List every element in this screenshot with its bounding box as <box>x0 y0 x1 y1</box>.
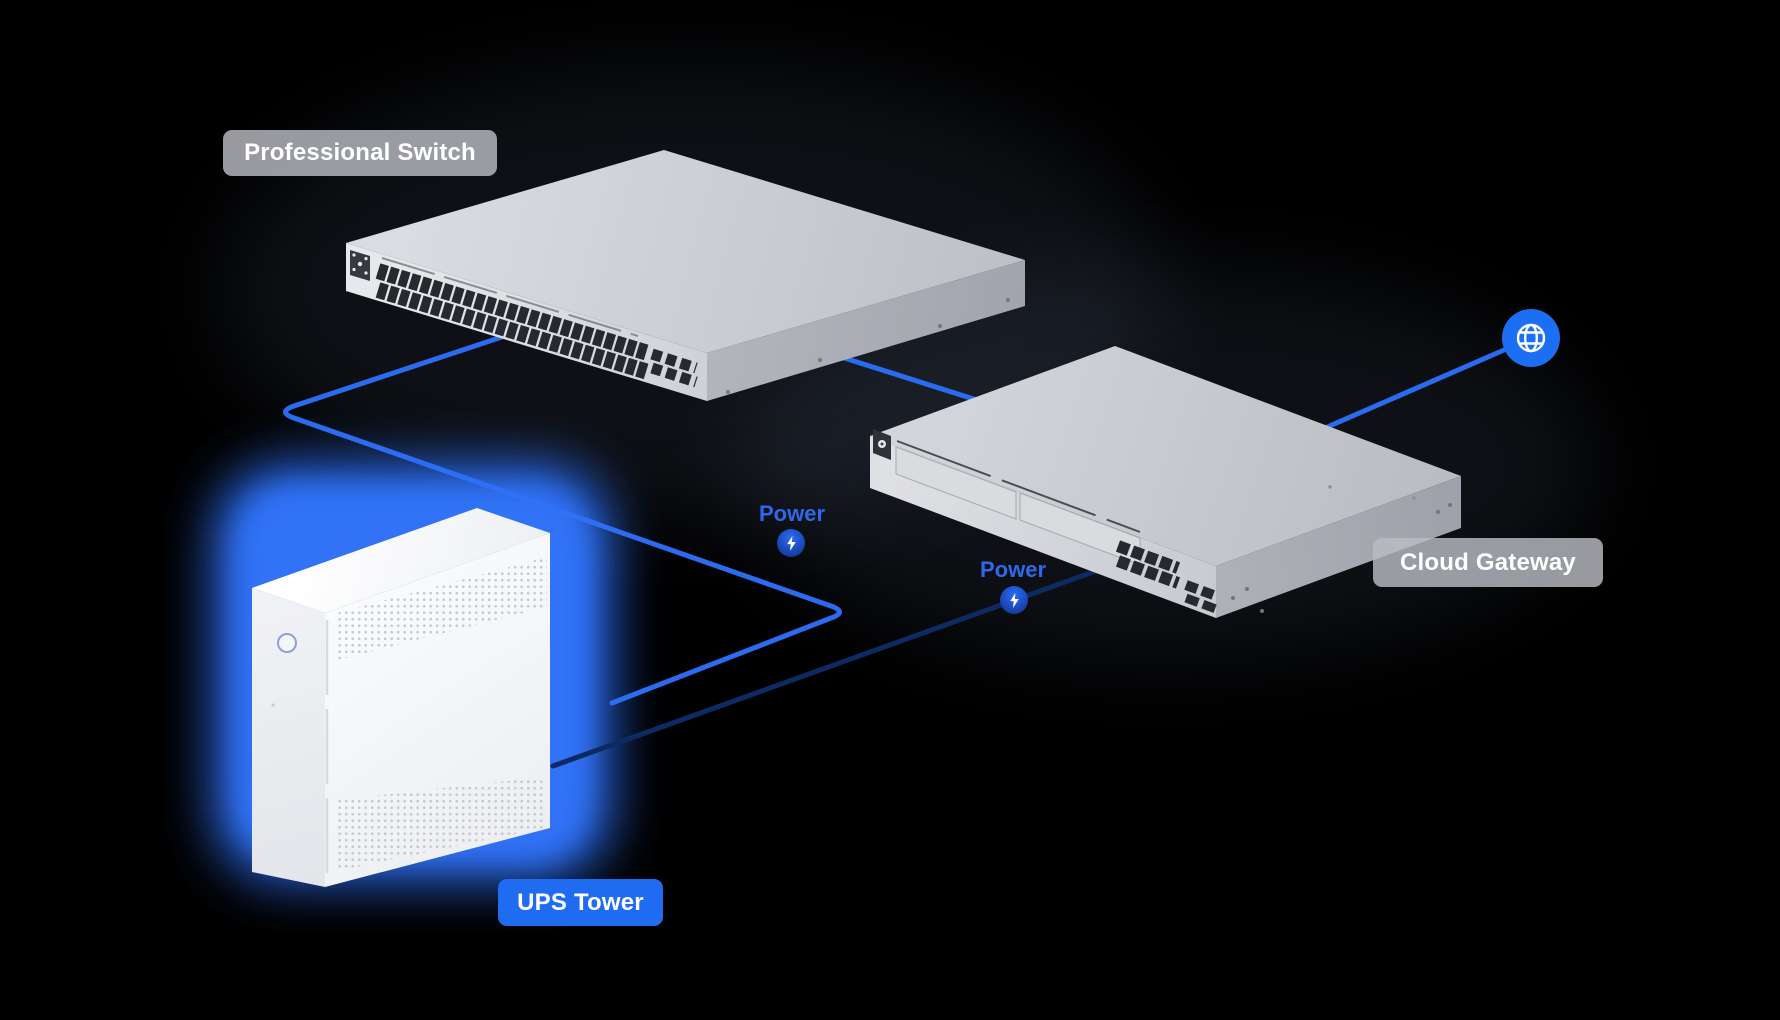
gateway-screws <box>1231 503 1452 613</box>
lightning-bolt-icon <box>1009 592 1019 608</box>
gateway-display-lens-dot <box>880 442 884 446</box>
gateway-top-screws <box>1328 485 1416 500</box>
globe-circle <box>1502 309 1560 367</box>
switch-display-screws <box>352 253 368 275</box>
switch-port-row-1 <box>375 263 651 361</box>
ups-tower-device[interactable] <box>252 508 550 887</box>
switch-sfp-row-2 <box>650 362 698 388</box>
power-badge-switch <box>777 529 805 557</box>
lightning-bolt-icon <box>786 535 796 551</box>
switch-vent-groove <box>381 257 639 337</box>
professional-switch-label[interactable]: Professional Switch <box>223 130 497 176</box>
power-label-switch: Power <box>758 501 826 526</box>
ups-vent-band-upper <box>337 557 547 660</box>
cloud-gateway-label[interactable]: Cloud Gateway <box>1373 538 1603 587</box>
gateway-uplink-ports-1 <box>1184 580 1218 601</box>
ups-left-face <box>252 588 325 887</box>
switch-sfp-row-1 <box>650 348 698 374</box>
gateway-drive-tray-1 <box>895 446 1017 520</box>
ups-tower-label[interactable]: UPS Tower <box>498 879 663 926</box>
ups-indicator-dot <box>271 703 275 707</box>
power-label-gateway: Power <box>979 557 1047 582</box>
cloud-gateway-device[interactable] <box>870 346 1461 618</box>
switch-top-face <box>346 150 1025 353</box>
ups-vent-band-lower <box>337 777 543 871</box>
switch-screws <box>726 298 1010 394</box>
gateway-port-row-1 <box>1115 540 1181 574</box>
ups-power-button[interactable] <box>277 633 297 653</box>
gateway-top-face <box>870 346 1461 566</box>
ups-top-face <box>252 508 550 613</box>
gateway-uplink-ports-2 <box>1184 593 1218 614</box>
gateway-right-face <box>1216 476 1461 618</box>
switch-right-face <box>707 260 1025 401</box>
data-line-gateway-internet <box>1322 347 1507 431</box>
internet-node[interactable] <box>1502 309 1560 367</box>
gateway-vent-groove <box>896 440 1141 533</box>
power-badge-gateway <box>1000 586 1028 614</box>
switch-port-row-2 <box>375 282 651 380</box>
gateway-port-row-2 <box>1115 555 1181 589</box>
professional-switch-device[interactable] <box>346 150 1025 401</box>
globe-icon <box>1516 323 1546 353</box>
